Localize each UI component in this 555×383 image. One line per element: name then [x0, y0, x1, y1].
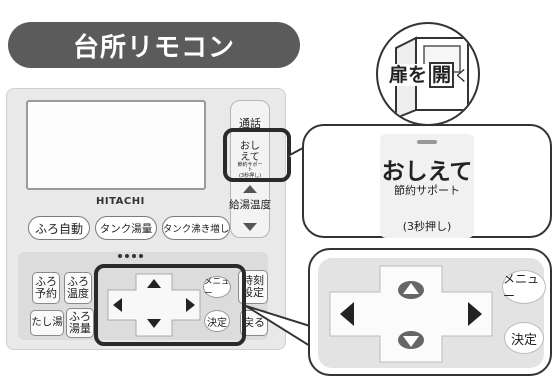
callout-pointer-dpad [245, 305, 311, 348]
furo-auto-button[interactable]: ふろ自動 [28, 216, 90, 240]
door-open-label: 扉を開く [386, 62, 470, 88]
arrow-up-button[interactable] [146, 278, 162, 290]
dpad-zoom [329, 265, 493, 363]
side-button-column [230, 100, 270, 238]
hot-water-temp-label: 給湯温度 [229, 198, 271, 211]
dpad-highlight [94, 264, 246, 346]
temp-down-button[interactable] [239, 218, 261, 231]
furo-volume-button[interactable]: ふろ湯量 [66, 308, 94, 338]
temp-up-button[interactable] [239, 180, 261, 193]
lcd-screen [26, 100, 206, 190]
enter-zoom-button: 決定 [504, 322, 544, 354]
page-title: 台所リモコン [8, 22, 300, 68]
intercom-button[interactable]: 通話 [239, 117, 261, 130]
door-open-callout: 扉を開く [376, 22, 480, 126]
hold-zoom-label: (3秒押し) [402, 220, 452, 233]
triangle-up-icon [243, 185, 257, 193]
oshiete-label: おしえて [240, 141, 260, 163]
oshiete-zoom-button: おしえて 節約サポート (3秒押し) [380, 134, 474, 238]
menu-button[interactable]: メニュー [203, 276, 231, 299]
setsuyaku-zoom-label: 節約サポート [394, 184, 460, 197]
tank-volume-button[interactable]: タンク湯量 [95, 216, 157, 240]
furo-temp-button[interactable]: ふろ温度 [64, 272, 92, 304]
arrow-right-button[interactable] [184, 297, 196, 313]
setsuyaku-support-label: 節約サポート [237, 162, 263, 174]
arrow-down-button[interactable] [146, 318, 162, 330]
arrow-left-button[interactable] [112, 297, 124, 313]
indicator-dots [118, 254, 143, 258]
hold-3s-label: (3秒押し) [238, 172, 262, 179]
oshiete-zoom-label: おしえて [381, 159, 473, 185]
tank-reheat-button[interactable]: タンク沸き増し [162, 216, 230, 240]
oshiete-button[interactable]: おしえて 節約サポート (3秒押し) [237, 141, 263, 179]
cabinet-door-icon [395, 36, 469, 120]
dpad [107, 273, 201, 337]
indicator-bar [417, 140, 437, 144]
enter-button[interactable]: 決定 [204, 310, 230, 332]
menu-zoom-button: メニュー [502, 270, 546, 304]
add-hot-water-button[interactable]: たし湯 [30, 310, 64, 336]
triangle-down-icon [243, 223, 257, 231]
oshiete-highlight [223, 128, 291, 182]
furo-reserve-button[interactable]: ふろ予約 [32, 272, 60, 304]
brand-logo: HITACHI [96, 196, 145, 207]
